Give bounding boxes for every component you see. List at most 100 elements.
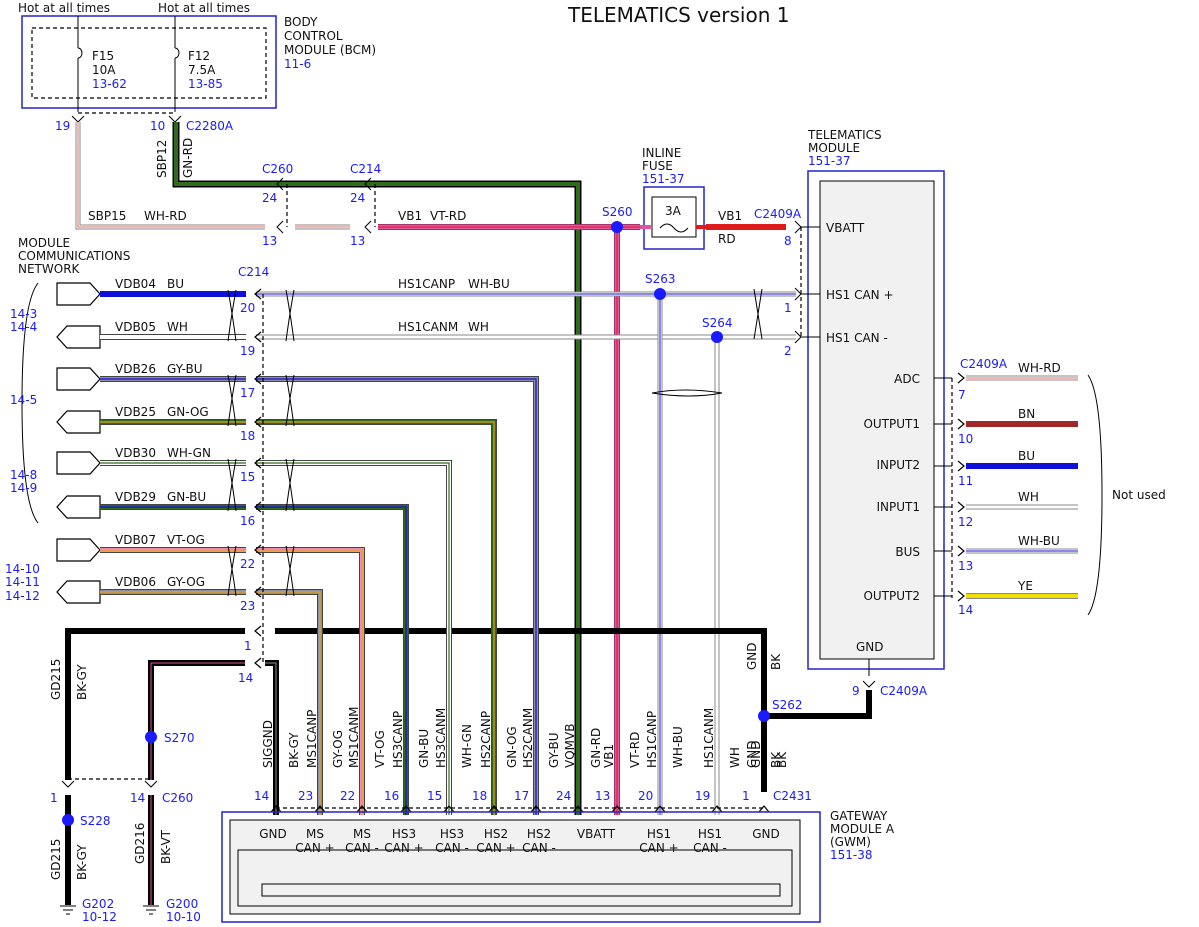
inline-fuse-label-2: FUSE <box>642 159 673 173</box>
telematics-input1: INPUT1 <box>877 500 921 514</box>
fuse-f15-ref: 13-62 <box>92 77 127 91</box>
g202-label: G202 <box>82 897 114 911</box>
vtrd-label: VT-RD <box>430 209 466 223</box>
connector-arrow-icon <box>794 220 802 234</box>
mcn-connector-vdb30 <box>56 451 101 475</box>
gwm-pin-label: GND <box>752 827 780 841</box>
splice-s270 <box>145 731 157 743</box>
wire-name: VDB25 <box>115 405 156 419</box>
bkgy-label: BK-GY <box>75 664 89 700</box>
gwm-circuit-label: MS1CANP <box>305 710 319 768</box>
gwm-circuit-label: VB1 <box>602 744 616 768</box>
telematics-vbatt: VBATT <box>826 221 865 235</box>
gwm-circuit-label: HS1CANP <box>645 711 659 768</box>
c214-pin: 18 <box>240 429 255 443</box>
wire-name: VDB05 <box>115 320 156 334</box>
connector-arrow-icon <box>488 805 500 813</box>
wire-color: WH <box>167 320 188 334</box>
gwm-circuit-label: HS2CANP <box>479 711 493 768</box>
gwm-pin-label-2: CAN + <box>476 841 515 855</box>
telematics-label-1: TELEMATICS <box>807 128 882 142</box>
connector-arrow-icon <box>711 805 723 813</box>
mcn-label-1: MODULE <box>18 236 70 250</box>
wire-color: BU <box>167 277 184 291</box>
splice-s228 <box>62 814 74 826</box>
gwm-label-2: MODULE A <box>830 822 895 836</box>
hs1canm-label: HS1CANM <box>398 320 458 334</box>
c260-pin-24: 24 <box>262 191 277 205</box>
gwm-pin-label: HS1 <box>698 827 722 841</box>
gwm-circuit-label: SIGGND <box>261 720 275 768</box>
inline-fuse: 3A INLINE FUSE 151-37 <box>640 146 706 250</box>
gwm-color-label: BK <box>775 751 789 768</box>
connector-arrow-icon <box>957 501 965 513</box>
mcn: MODULE COMMUNICATIONS NETWORK 14-3 14-4 … <box>5 236 130 604</box>
gd215-bottom-label: GD215 <box>49 839 63 880</box>
connector-arrow-icon <box>654 805 666 813</box>
fuse-f15-amp: 10A <box>92 63 116 77</box>
c214-pin-24: 24 <box>350 191 365 205</box>
fuse-f12-icon <box>174 47 180 59</box>
c214-mid: C214 1 14 <box>238 265 269 685</box>
connector-arrow-icon <box>364 177 372 191</box>
telematics-output2: OUTPUT2 <box>863 589 920 603</box>
bkvt-label: BK-VT <box>159 829 173 864</box>
splice-s264 <box>711 331 723 343</box>
brace-icon <box>1087 374 1103 616</box>
c214-pin-13: 13 <box>350 234 365 248</box>
bcm-hot-label-2: Hot at all times <box>158 1 250 15</box>
c214-top-label: C214 <box>350 162 381 176</box>
fuse-f12-amp: 7.5A <box>188 63 216 77</box>
gwm-pin: 18 <box>472 789 487 803</box>
gwm-color-label: WH-BU <box>671 726 685 768</box>
connector-arrow-icon <box>254 501 262 513</box>
connector-arrow-icon <box>530 805 542 813</box>
fuse-f15-icon <box>77 47 83 59</box>
g200-label: G200 <box>166 897 198 911</box>
mcn-ref-14-10: 14-10 <box>5 562 40 576</box>
pin-14: 14 <box>958 603 973 617</box>
c2280a-pin-19: 19 <box>55 119 70 133</box>
connector-arrow-icon <box>270 805 282 813</box>
vb1-label: VB1 <box>398 209 422 223</box>
c2280a-pin-10: 10 <box>150 119 165 133</box>
ground-wires: 1 14 C260 GD215 BK-GY GD215 BK-GY GD216 … <box>49 628 872 924</box>
connector-arrow-icon <box>957 418 965 430</box>
whrd-label: WH-RD <box>144 209 187 223</box>
gwm-pin-label-2: CAN + <box>295 841 334 855</box>
pin-12: 12 <box>958 515 973 529</box>
inline-fuse-label-1: INLINE <box>642 146 681 160</box>
s270-label: S270 <box>164 731 195 745</box>
wire-run-vdb30 <box>256 460 452 815</box>
mcn-ref-14-5: 14-5 <box>10 393 37 407</box>
gwm-pin: 13 <box>595 789 610 803</box>
telematics-output1: OUTPUT1 <box>863 417 920 431</box>
wire-color: WH-GN <box>167 446 211 460</box>
gwm-color-label: VT-RD <box>628 732 642 768</box>
pin-10: 10 <box>958 432 973 446</box>
pin-13: 13 <box>958 559 973 573</box>
mcn-connector-vdb06 <box>56 580 101 604</box>
s228-label: S228 <box>80 814 111 828</box>
c214-pin: 19 <box>240 344 255 358</box>
wire-name: VDB06 <box>115 575 156 589</box>
connector-arrow-icon <box>254 373 262 385</box>
splices: S260 S263 S264 S262 S270 S228 <box>62 205 803 828</box>
connector-arrow-icon <box>254 586 262 598</box>
connector-arrow-icon <box>957 372 965 384</box>
bcm-name-1: BODY <box>284 15 318 29</box>
c260-bottom-pin-1: 1 <box>50 791 58 805</box>
circuit-bu: BU <box>1018 449 1035 463</box>
fuse-icon <box>659 223 689 233</box>
circuit-ye: YE <box>1017 579 1033 593</box>
gwm-pin-label: MS <box>306 827 324 841</box>
mcn-connector-vdb25 <box>56 410 101 434</box>
pin-11: 11 <box>958 474 973 488</box>
sbp12-label: SBP12 <box>155 140 169 178</box>
connector-arrow-icon <box>254 331 262 343</box>
s260-label: S260 <box>602 205 633 219</box>
hs1canp-label: HS1CANP <box>398 277 455 291</box>
